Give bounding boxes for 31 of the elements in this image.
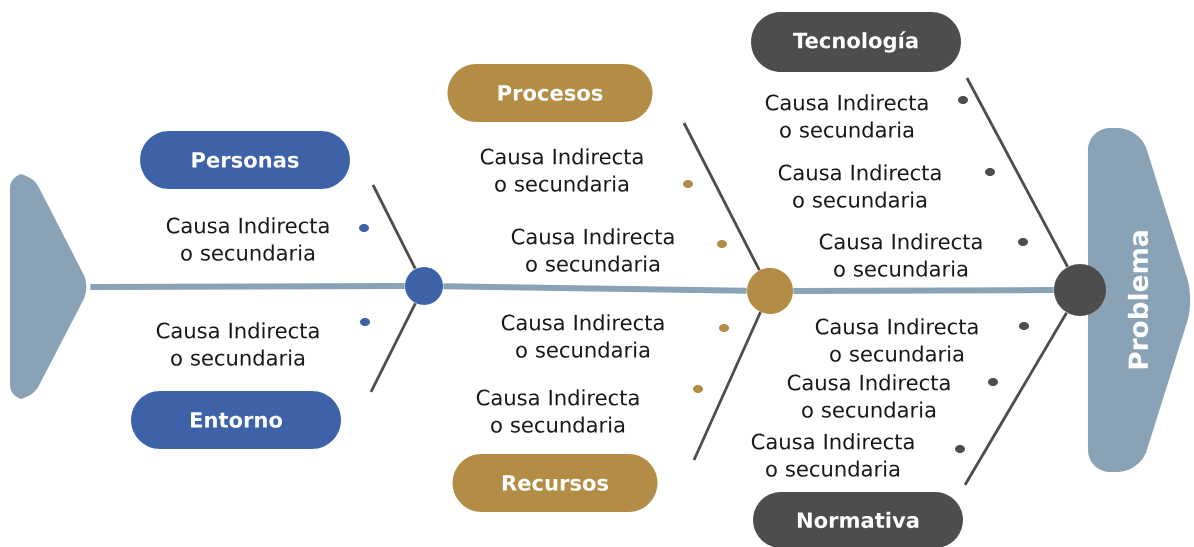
category-pill: Recursos — [452, 454, 658, 512]
category-pill: Normativa — [753, 492, 963, 547]
cause-text: Causa Indirecta o secundaria — [166, 217, 329, 261]
cause-text: Causa Indirecta o secundaria — [787, 374, 950, 418]
problem-head: Problema — [1088, 128, 1191, 472]
category-pill: Tecnología — [751, 12, 961, 72]
bone-line — [682, 122, 761, 271]
cause-text: Causa Indirecta o secundaria — [476, 389, 639, 433]
spine-line — [793, 287, 1054, 294]
junction-circle — [747, 268, 793, 314]
category-pill: Personas — [140, 131, 350, 189]
bone-line — [692, 311, 762, 461]
bone-line — [371, 184, 417, 270]
cause-text: Causa Indirecta o secundaria — [156, 322, 319, 366]
junction-circle — [405, 267, 443, 305]
cause-text: Causa Indirecta o secundaria — [815, 318, 978, 362]
spine-line — [90, 283, 405, 290]
junction-circle — [1054, 264, 1106, 316]
category-pill: Procesos — [447, 64, 653, 122]
cause-text: Causa Indirecta o secundaria — [480, 148, 643, 192]
category-pill: Entorno — [131, 391, 341, 449]
cause-text: Causa Indirecta o secundaria — [501, 314, 664, 358]
bone-line — [369, 302, 417, 393]
cause-text: Causa Indirecta o secundaria — [819, 233, 982, 277]
cause-text: Causa Indirecta o secundaria — [765, 94, 928, 138]
tail-chevron — [10, 174, 87, 399]
cause-text: Causa Indirecta o secundaria — [511, 228, 674, 272]
bone-line — [963, 311, 1068, 486]
spine-line — [443, 283, 747, 294]
cause-text: Causa Indirecta o secundaria — [778, 164, 941, 208]
bone-line — [965, 77, 1069, 268]
